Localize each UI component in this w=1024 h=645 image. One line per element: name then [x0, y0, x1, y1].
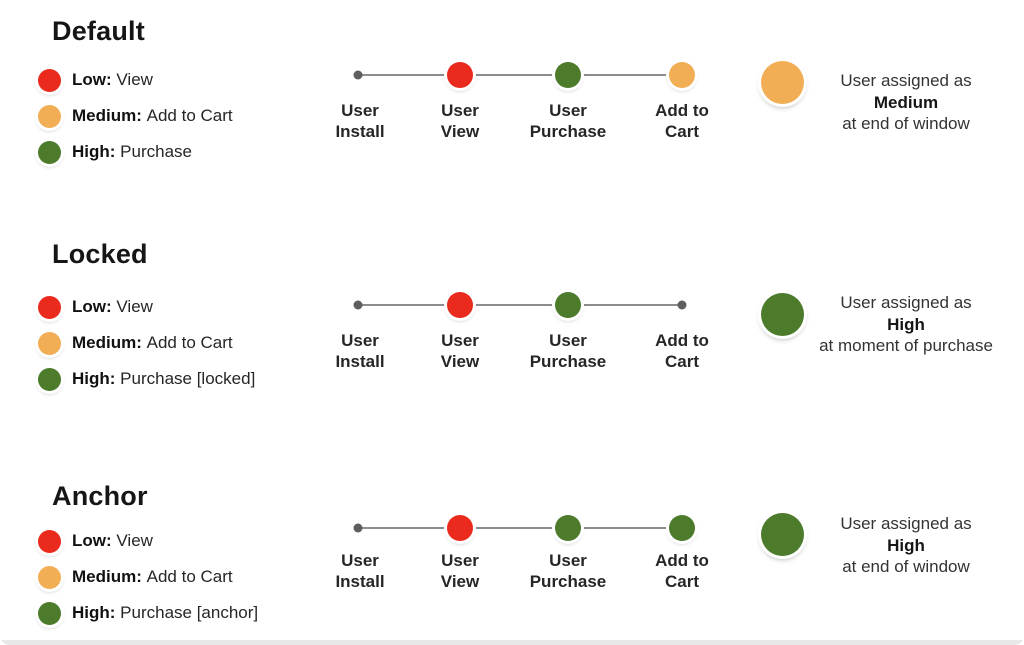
result-dot-icon [761, 513, 804, 556]
legend-label: Low: View [72, 70, 153, 89]
medium-priority-dot-icon [38, 331, 61, 355]
result-line-1: User assigned as [840, 293, 972, 312]
cart-marker-dot-icon [669, 515, 695, 541]
legend: Low: View Medium: Add to Cart High: Purc… [38, 62, 233, 170]
result-text: User assigned as High at end of window [795, 513, 1017, 578]
purchase-marker-dot-icon [554, 515, 581, 541]
legend-label: Low: View [72, 297, 153, 316]
high-priority-dot-icon [38, 140, 61, 164]
result-dot-icon [761, 293, 804, 336]
legend: Low: View Medium: Add to Cart High: Purc… [38, 523, 258, 631]
legend-label: High: Purchase [locked] [72, 369, 256, 388]
purchase-marker-dot-icon [554, 62, 581, 88]
high-priority-dot-icon [38, 601, 61, 625]
legend-label: Medium: Add to Cart [72, 106, 233, 125]
result-line-1: User assigned as [840, 71, 972, 90]
legend-item: Low: View [38, 289, 255, 325]
view-marker-dot-icon [447, 515, 474, 541]
legend-item: High: Purchase [anchor] [38, 595, 258, 631]
result-text: User assigned as Medium at end of window [795, 70, 1017, 135]
legend-item: Medium: Add to Cart [38, 325, 255, 361]
install-marker-dot-icon [353, 70, 363, 80]
result-line-3: at end of window [842, 114, 970, 133]
legend-label: Medium: Add to Cart [72, 567, 233, 586]
medium-priority-dot-icon [38, 104, 61, 128]
medium-priority-dot-icon [38, 565, 61, 589]
timeline-line [353, 62, 695, 88]
view-marker-dot-icon [447, 62, 474, 88]
result-line-3: at end of window [842, 557, 970, 576]
legend: Low: View Medium: Add to Cart High: Purc… [38, 289, 255, 397]
result-dot-icon [761, 61, 804, 104]
legend-label: Medium: Add to Cart [72, 333, 233, 352]
legend-item: Low: View [38, 523, 258, 559]
section-title: Anchor [52, 481, 148, 511]
legend-item: Low: View [38, 62, 233, 98]
install-marker-dot-icon [353, 300, 363, 310]
legend-item: Medium: Add to Cart [38, 98, 233, 134]
legend-item: High: Purchase [38, 134, 233, 170]
cart-marker-dot-icon [677, 300, 687, 310]
high-priority-dot-icon [38, 367, 61, 391]
low-priority-dot-icon [38, 68, 61, 92]
cart-marker-dot-icon [669, 62, 695, 88]
low-priority-dot-icon [38, 529, 61, 553]
legend-label: High: Purchase [72, 142, 192, 161]
result-text: User assigned as High at moment of purch… [795, 292, 1017, 357]
result-priority: Medium [873, 92, 939, 112]
timeline-line [353, 515, 695, 541]
result-priority: High [887, 535, 925, 555]
result-priority: High [887, 314, 925, 334]
legend-item: High: Purchase [locked] [38, 361, 255, 397]
section-title: Default [52, 16, 145, 46]
purchase-marker-dot-icon [554, 292, 581, 318]
install-marker-dot-icon [353, 523, 363, 533]
timeline-line [353, 292, 687, 318]
low-priority-dot-icon [38, 295, 61, 319]
legend-label: Low: View [72, 531, 153, 550]
legend-label: High: Purchase [anchor] [72, 603, 259, 622]
result-line-1: User assigned as [840, 514, 972, 533]
view-marker-dot-icon [447, 292, 474, 318]
result-line-3: at moment of purchase [819, 336, 993, 355]
section-title: Locked [52, 239, 148, 269]
bottom-edge-strip [0, 640, 1024, 645]
legend-item: Medium: Add to Cart [38, 559, 258, 595]
